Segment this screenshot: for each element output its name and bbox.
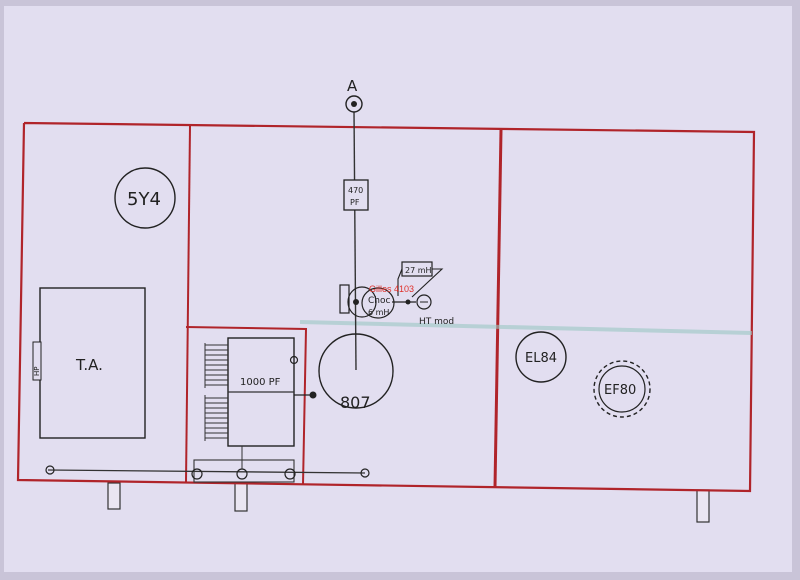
capacitor-470pf-label-2: PF [350, 198, 360, 207]
antenna-terminal-center [351, 101, 357, 107]
variable-cap-compartment [185, 326, 308, 486]
choke-coil-left [347, 286, 377, 318]
choke-bracket [339, 284, 350, 314]
capacitor-plates-lower [204, 395, 228, 441]
chassis-outline [16, 121, 756, 493]
variable-cap-lead-dot [309, 391, 317, 399]
tube-807 [318, 333, 394, 409]
tube-el84-label: EL84 [525, 351, 557, 366]
capacitor-plates-upper [204, 343, 228, 388]
antenna-label: A [347, 77, 358, 95]
rail-screw-right [360, 468, 370, 478]
choke-junction-dot [405, 299, 411, 305]
divider-right [493, 129, 503, 488]
foot-right [696, 489, 710, 523]
capacitor-470pf [343, 179, 369, 211]
watermark-text: Gilles 4103 [369, 284, 414, 294]
tube-ef80-label: EF80 [604, 383, 636, 398]
resistor-lead-left [397, 268, 403, 296]
tube-ef80-shield [593, 360, 651, 418]
tube-ef80 [598, 365, 646, 413]
bottom-rail [47, 469, 366, 474]
resistor-lead-right [411, 268, 444, 298]
divider-left [185, 125, 191, 483]
choke-coil-right [361, 287, 395, 319]
choke-label-2: 6 mH [368, 308, 389, 317]
tube-el84 [515, 331, 567, 383]
foot-left [107, 482, 121, 510]
capacitor-470pf-label-1: 470 [348, 186, 363, 195]
variable-capacitor-label: 1000 PF [240, 377, 281, 388]
ht-terminal [416, 294, 432, 310]
pencil-line [299, 320, 753, 335]
transformer-plug [32, 341, 42, 381]
transformer-plug-label: HP [33, 367, 41, 377]
feed-wire [353, 109, 357, 371]
transformer-label: T.A. [75, 356, 103, 374]
foot-center [234, 482, 248, 512]
choke-label-1: Choc [368, 296, 390, 306]
ht-mod-label: HT mod [419, 317, 454, 327]
tube-5y4 [114, 167, 176, 229]
choke-center-dot [353, 299, 359, 305]
tube-807-label: 807 [340, 393, 371, 412]
base-screw-1 [191, 468, 203, 480]
tube-5y4-label: 5Y4 [127, 189, 161, 210]
resistor-label: 27 mH [405, 266, 432, 275]
variable-cap-terminal-top [289, 355, 299, 365]
rail-screw-left [45, 465, 55, 475]
base-screw-3 [284, 468, 296, 480]
